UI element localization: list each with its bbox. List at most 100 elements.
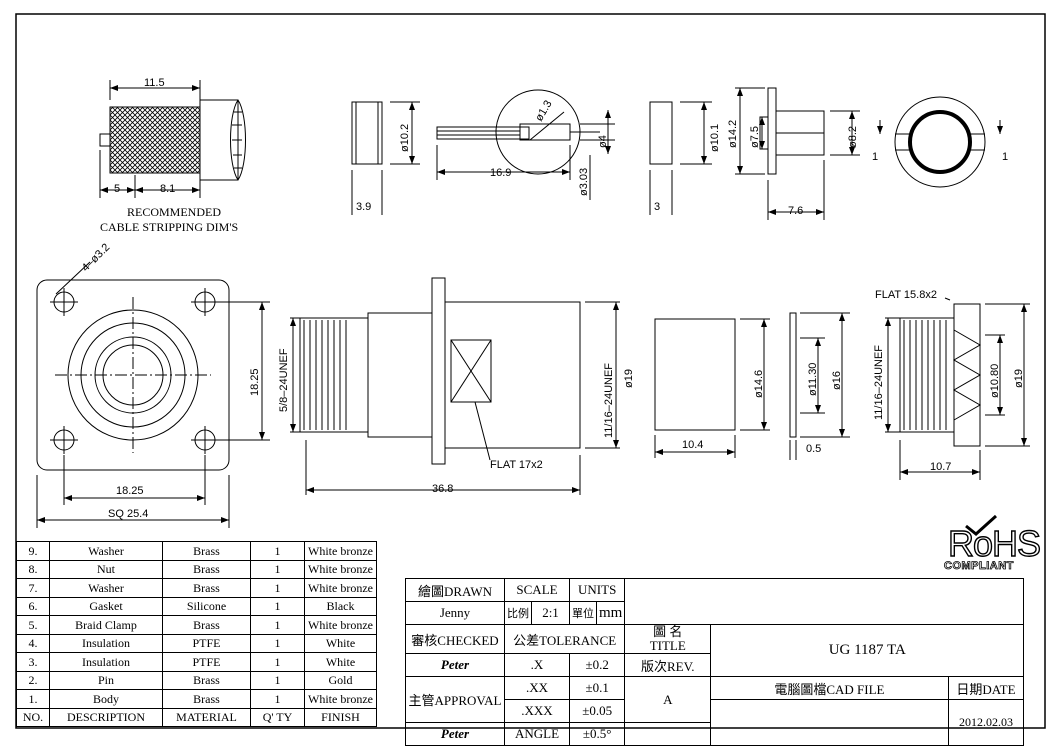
insulation-small-dia: ø10.1 [709, 124, 721, 152]
drawing-title: UG 1187 TA [710, 624, 1025, 677]
insulation-large-len: 10.4 [682, 439, 703, 451]
rohs-logo: RoHS COMPLIANT [944, 514, 1044, 576]
tol-xx-val: ±0.1 [568, 676, 626, 700]
bom-finish: White bronze [304, 541, 377, 561]
bom-finish: White [304, 633, 377, 653]
angle-label: ANGLE [504, 722, 570, 746]
insulation-small-thick: 3 [654, 201, 660, 213]
bom-header-qty: Q' TY [250, 707, 305, 727]
bom-no: 5. [16, 615, 50, 635]
insulation-large-dia: ø14.6 [753, 370, 765, 398]
date-value: 2012.02.03 [947, 699, 1025, 746]
bom-no: 9. [16, 541, 50, 561]
bom-mat: Brass [162, 578, 251, 598]
scale-value: 2:1 [531, 601, 570, 625]
date-label: 日期DATE [947, 676, 1025, 700]
braid-clamp-view [735, 87, 860, 220]
pin-length: 16.9 [490, 167, 511, 179]
pin-d3: ø3.03 [578, 168, 590, 196]
scale-label: SCALE [504, 578, 570, 602]
bom-desc: Washer [49, 541, 163, 561]
bom-finish: White bronze [304, 689, 377, 709]
drawn-by: Jenny [405, 601, 505, 625]
approved-by: Peter [405, 722, 505, 746]
strip-total-dim: 11.5 [144, 77, 165, 89]
tol-x-val: ±0.2 [568, 653, 626, 677]
bom-desc: Braid Clamp [49, 615, 163, 635]
flange-square: SQ 25.4 [108, 508, 148, 520]
gasket-flat-left: 1 [872, 151, 878, 163]
bom-desc: Washer [49, 578, 163, 598]
washer-large-d1: ø11.30 [807, 363, 819, 396]
braid-clamp-length: 7.6 [788, 205, 803, 217]
nut-thread: 11/16–24UNEF [873, 345, 885, 420]
bom-header-mat: MATERIAL [162, 707, 251, 727]
bom-no: 3. [16, 652, 50, 672]
pin-d1: ø1.3 [533, 98, 554, 123]
tol-xx: .XX [504, 676, 570, 700]
braid-clamp-d2: ø7.5 [749, 126, 761, 148]
angle-val: ±0.5° [568, 722, 626, 746]
body-side-view [290, 277, 620, 495]
pin-d2: ø4 [597, 135, 609, 148]
units-label: UNITS [568, 578, 626, 602]
nut-flat: FLAT 15.8x2 [875, 289, 937, 301]
cable-stripping-view [99, 80, 246, 198]
title-blank [624, 578, 1025, 625]
bom-desc: Pin [49, 670, 163, 690]
bom-desc: Gasket [49, 596, 163, 616]
washer-small-thick: 3.9 [356, 201, 371, 213]
bom-header-desc: DESCRIPTION [49, 707, 163, 727]
bom-mat: Brass [162, 689, 251, 709]
bom-finish: Gold [304, 670, 377, 690]
bom-mat: PTFE [162, 633, 251, 653]
bom-finish: White bronze [304, 578, 377, 598]
insulation-small-view [649, 101, 712, 215]
bom-qty: 1 [250, 689, 305, 709]
bom-qty: 1 [250, 615, 305, 635]
nut-view [885, 297, 1030, 480]
body-thread-right: 11/16–24UNEF [603, 363, 615, 438]
bom-mat: Brass [162, 541, 251, 561]
cad-file-value [710, 699, 949, 746]
insulation-large-view [654, 318, 770, 458]
bom-no: 7. [16, 578, 50, 598]
bom-finish: Black [304, 596, 377, 616]
bom-qty: 1 [250, 596, 305, 616]
bom-no: 2. [16, 670, 50, 690]
title-block: 繪圖DRAWN SCALE UNITS Jenny 比例 2:1 單位 mm 審… [405, 578, 1025, 746]
washer-small-view [351, 101, 420, 215]
washer-large-view [789, 312, 850, 460]
body-thread-left: 5/8–24UNEF [278, 348, 290, 412]
body-dia: ø19 [623, 369, 635, 388]
bom-mat: Brass [162, 559, 251, 579]
bom-no: 8. [16, 559, 50, 579]
bom-finish: White bronze [304, 615, 377, 635]
bom-qty: 1 [250, 559, 305, 579]
tol-xxx-val: ±0.05 [568, 699, 626, 723]
flange-spacing-v: 18.25 [249, 368, 261, 396]
nut-d2: ø19 [1013, 369, 1025, 388]
bom-desc: Insulation [49, 633, 163, 653]
bom-desc: Body [49, 689, 163, 709]
body-length: 36.8 [432, 483, 453, 495]
bom-header-row: NO. DESCRIPTION MATERIAL Q' TY FINISH [16, 707, 377, 727]
braid-clamp-d1: ø14.2 [727, 120, 739, 148]
flange-front-view [36, 261, 270, 528]
strip-a-dim: 5 [114, 183, 120, 195]
title-label: TITLE [649, 638, 686, 653]
check-icon [965, 514, 998, 536]
tolerance-label: 公差TOLERANCE [503, 624, 626, 654]
bom-qty: 1 [250, 541, 305, 561]
bom-finish: White bronze [304, 559, 377, 579]
washer-large-d2: ø16 [831, 371, 843, 390]
